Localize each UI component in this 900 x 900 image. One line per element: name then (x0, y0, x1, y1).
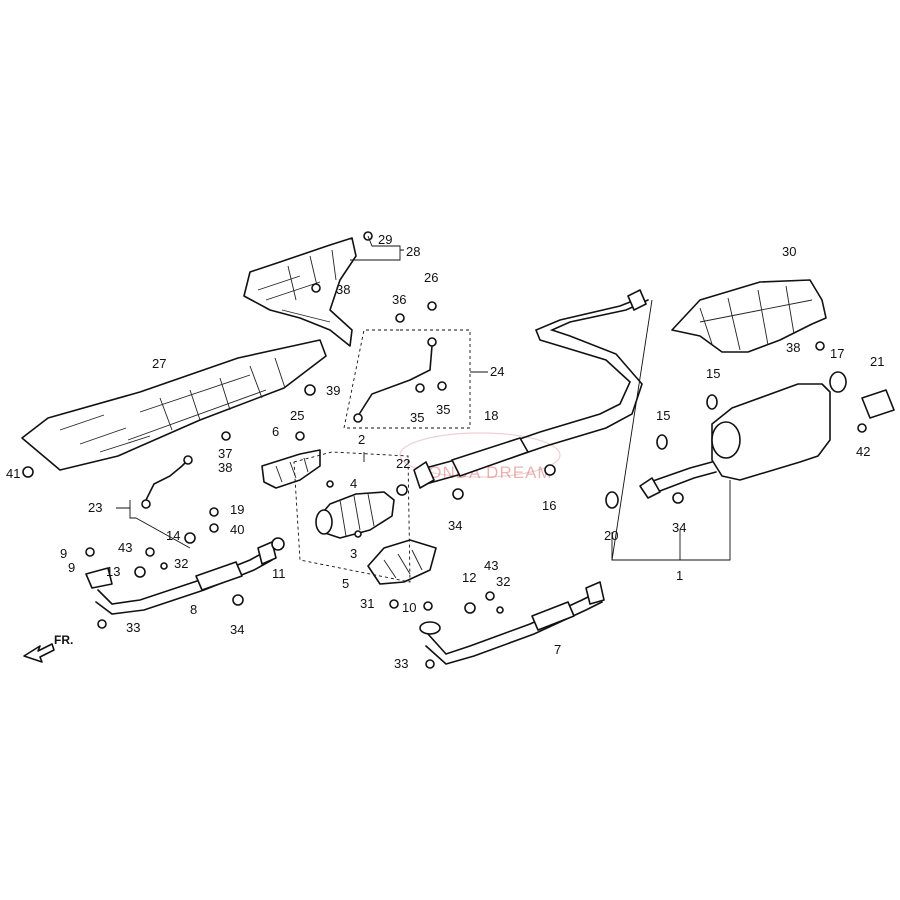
converter-cover-6 (261, 449, 321, 489)
callout-35a: 35 (410, 410, 424, 425)
callout-39: 39 (326, 383, 340, 398)
front-pipe-7 (419, 581, 605, 665)
callout-36: 36 (392, 292, 406, 307)
callout-10: 10 (402, 600, 416, 615)
callout-23: 23 (88, 500, 102, 515)
callout-2: 2 (358, 432, 365, 447)
callout-27: 27 (152, 356, 166, 371)
callout-30: 30 (782, 244, 796, 259)
callout-32b: 32 (496, 574, 510, 589)
catalytic-converter-2 (315, 491, 395, 539)
callout-42: 42 (856, 444, 870, 459)
callout-34c: 34 (672, 520, 686, 535)
callout-18: 18 (484, 408, 498, 423)
callout-34b: 34 (448, 518, 462, 533)
callout-38b: 38 (336, 282, 350, 297)
callout-11: 11 (272, 566, 286, 581)
callout-37: 37 (218, 446, 232, 461)
heat-shield-28 (243, 237, 357, 347)
callout-40: 40 (230, 522, 244, 537)
callout-22: 22 (396, 456, 410, 471)
callout-35b: 35 (436, 402, 450, 417)
callout-21: 21 (870, 354, 884, 369)
callout-6: 6 (272, 424, 279, 439)
callout-8: 8 (190, 602, 197, 617)
callout-43b: 43 (484, 558, 498, 573)
callout-7: 7 (554, 642, 561, 657)
callout-26: 26 (424, 270, 438, 285)
callout-41: 41 (6, 466, 20, 481)
callout-labels: 1 2 3 4 5 6 7 8 9 9 10 11 12 13 14 15 15… (6, 232, 884, 671)
fr-label: FR. (54, 633, 73, 647)
callout-12: 12 (462, 570, 476, 585)
leader-lines (116, 235, 731, 583)
callout-38c: 38 (786, 340, 800, 355)
tail-finisher-21 (861, 389, 895, 419)
callout-17: 17 (830, 346, 844, 361)
callout-3: 3 (350, 546, 357, 561)
oxygen-sensor-24 (353, 337, 437, 423)
heat-shield-30 (671, 279, 827, 353)
callout-9a: 9 (60, 546, 67, 561)
muffler-1 (639, 383, 831, 499)
callout-5: 5 (342, 576, 349, 591)
heat-shield-27 (21, 339, 327, 471)
callout-14: 14 (166, 528, 180, 543)
callout-15a: 15 (706, 366, 720, 381)
callout-9b: 9 (68, 560, 75, 575)
callout-33a: 33 (126, 620, 140, 635)
callout-38a: 38 (218, 460, 232, 475)
callout-33b: 33 (394, 656, 408, 671)
center-pipe-18 (413, 289, 649, 489)
front-pipe-8 (85, 541, 277, 615)
callout-4: 4 (350, 476, 357, 491)
callout-28: 28 (406, 244, 420, 259)
callout-32a: 32 (174, 556, 188, 571)
callout-24: 24 (490, 364, 504, 379)
callout-20: 20 (604, 528, 618, 543)
callout-25: 25 (290, 408, 304, 423)
callout-29: 29 (378, 232, 392, 247)
callout-13: 13 (106, 564, 120, 579)
hardware (22, 231, 867, 669)
callout-1: 1 (676, 568, 683, 583)
callout-16: 16 (542, 498, 556, 513)
front-direction-marker: FR. (23, 633, 73, 663)
callout-43a: 43 (118, 540, 132, 555)
callout-34a: 34 (230, 622, 244, 637)
oxygen-sensor-23 (141, 455, 193, 509)
callout-31: 31 (360, 596, 374, 611)
callout-19: 19 (230, 502, 244, 517)
lower-shield-5 (367, 539, 437, 585)
callout-15b: 15 (656, 408, 670, 423)
